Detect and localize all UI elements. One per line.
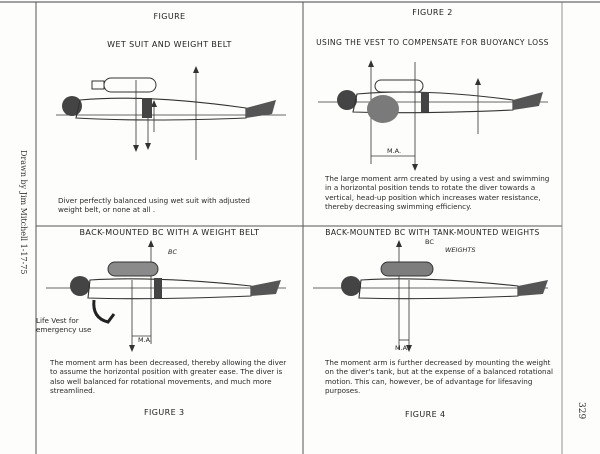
- page-number: 329: [576, 402, 586, 420]
- figure-4-weights-label: WEIGHTS: [445, 246, 476, 254]
- figure-3-panel: BACK-MOUNTED BC WITH A WEIGHT BELT BC Li…: [36, 226, 303, 454]
- figure-3-title: BACK-MOUNTED BC WITH A WEIGHT BELT: [79, 228, 260, 237]
- figure-2-title: USING THE VEST TO COMPENSATE FOR BUOYANC…: [316, 38, 549, 47]
- figure-3-caption: The moment arm has been decreased, there…: [50, 358, 287, 396]
- figure-4-title: BACK-MOUNTED BC WITH TANK-MOUNTED WEIGHT…: [325, 228, 540, 237]
- figure-4-diagram: [313, 240, 548, 352]
- figure-1-caption: Diver perfectly balanced using wet suit …: [58, 196, 250, 215]
- figure-4-caption: The moment arm is further decreased by m…: [325, 358, 554, 396]
- figure-3-bc-label: BC: [168, 248, 177, 256]
- figure-3-diagram: [46, 240, 286, 352]
- figure-2-label: FIGURE 2: [412, 8, 453, 17]
- figure-1-panel: FIGURE WET SUIT AND WEIGHT BELT Diver pe…: [36, 2, 303, 226]
- figure-2-panel: FIGURE 2 USING THE VEST TO COMPENSATE FO…: [303, 2, 562, 226]
- figure-4-moment-label: M.A.: [395, 344, 410, 352]
- figure-4-label: FIGURE 4: [405, 410, 446, 419]
- figure-1-label: FIGURE: [153, 12, 186, 21]
- figure-4-panel: BACK-MOUNTED BC WITH TANK-MOUNTED WEIGHT…: [303, 226, 562, 454]
- figure-1-title: WET SUIT AND WEIGHT BELT: [107, 40, 232, 49]
- figure-2-diagram: [318, 60, 548, 171]
- figure-3-life-vest-label: Life Vest for emergency use: [36, 316, 92, 335]
- figure-1-diagram: [56, 66, 286, 160]
- figure-2-caption: The large moment arm created by using a …: [325, 174, 550, 212]
- figure-3-moment-label: M.A.: [138, 336, 153, 344]
- figure-4-bc-label: BC: [425, 238, 434, 246]
- side-note: Drawn by Jim Mitchell 1-17-75: [19, 150, 28, 275]
- figure-2-moment-label: M.A.: [387, 147, 402, 155]
- figure-3-label: FIGURE 3: [144, 408, 185, 417]
